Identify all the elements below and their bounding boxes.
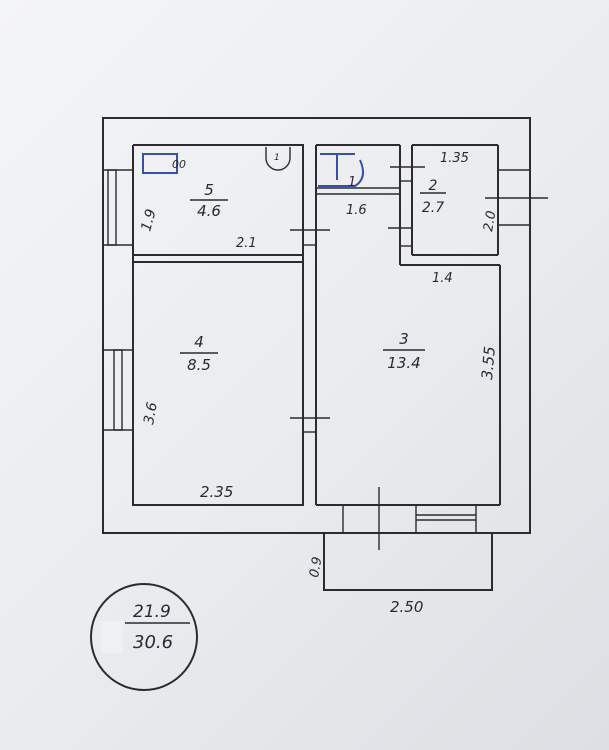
- room-4-number: 4: [194, 333, 204, 351]
- inner-walls: [132, 144, 501, 506]
- dim-room2-width-top: 1.35: [440, 151, 469, 166]
- dim-corridor-width: 1.6: [346, 203, 367, 218]
- toilet-icon: [265, 147, 291, 171]
- area-summary-circle: [90, 583, 198, 691]
- dim-room4-height: 3.6: [141, 401, 161, 426]
- stove-icon: [142, 153, 178, 174]
- dim-room4-width: 2.35: [200, 483, 233, 501]
- outer-wall: [102, 117, 531, 534]
- redaction-patch: [101, 621, 123, 653]
- dim-room2-width-bottom: 1.4: [432, 271, 453, 286]
- dim-room3-height: 3.55: [478, 346, 499, 381]
- dim-room2-height: 2.0: [481, 210, 499, 233]
- room-2-number: 2: [429, 178, 438, 194]
- room-5-number: 5: [204, 181, 214, 199]
- bathtub-icon: [318, 153, 365, 187]
- room-2-area: 2.7: [422, 200, 444, 216]
- total-area: 30.6: [133, 632, 173, 653]
- dim-balcony-depth: 0.9: [307, 556, 325, 579]
- bath-label: 1: [348, 175, 356, 190]
- door-marks: [290, 166, 548, 550]
- balcony: [323, 533, 493, 591]
- stove-label: 00: [172, 158, 186, 171]
- room-3-area: 13.4: [387, 354, 420, 372]
- dim-room5-height: 1.9: [138, 207, 159, 233]
- living-area: 21.9: [133, 602, 171, 622]
- room-5-area: 4.6: [197, 202, 221, 220]
- room-3-number: 3: [399, 330, 409, 348]
- room-4-area: 8.5: [187, 356, 211, 374]
- dim-room5-width: 2.1: [236, 236, 257, 251]
- toilet-label: 1: [274, 153, 280, 163]
- dim-balcony-width: 2.50: [390, 598, 423, 616]
- windows: [103, 169, 530, 533]
